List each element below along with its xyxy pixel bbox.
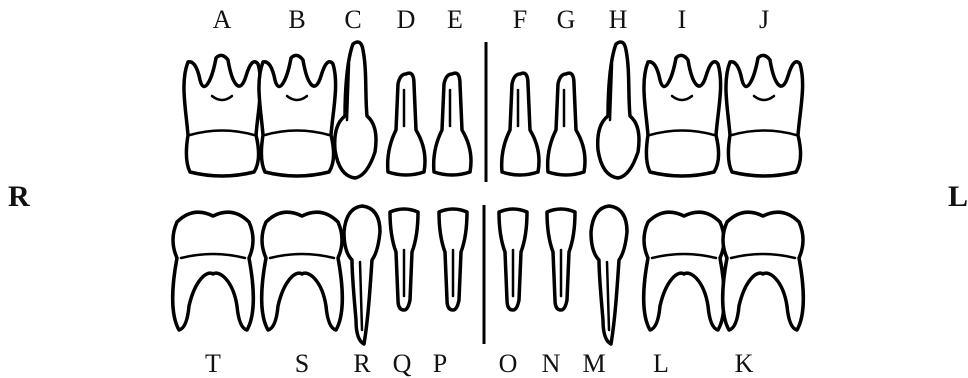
lower-tooth-L	[644, 212, 725, 330]
lower-tooth-K-outline	[723, 212, 804, 330]
upper-tooth-A	[184, 55, 261, 176]
upper-tooth-G	[548, 73, 585, 175]
upper-tooth-label-F: F	[513, 5, 527, 34]
upper-tooth-F	[502, 73, 539, 175]
lower-tooth-label-N: N	[542, 349, 561, 378]
lower-tooth-label-L: L	[653, 349, 669, 378]
upper-tooth-J	[726, 55, 803, 176]
upper-tooth-J-outline	[726, 55, 803, 176]
upper-tooth-H	[598, 42, 639, 178]
lower-tooth-T	[173, 212, 254, 330]
lower-tooth-O	[499, 209, 527, 310]
lower-tooth-N	[547, 209, 575, 310]
upper-tooth-I	[644, 55, 721, 176]
lower-tooth-L-outline	[644, 212, 725, 330]
upper-tooth-B-outline	[259, 55, 336, 176]
upper-tooth-label-A: A	[213, 5, 232, 34]
lower-tooth-label-T: T	[205, 349, 221, 378]
upper-tooth-C-outline	[335, 42, 376, 178]
upper-tooth-label-D: D	[397, 5, 416, 34]
lower-tooth-label-S: S	[295, 349, 309, 378]
upper-arch: A B C D E F G H I J	[184, 5, 803, 178]
upper-tooth-G-outline	[548, 73, 585, 175]
lower-tooth-T-outline	[173, 212, 254, 330]
lower-tooth-S	[262, 212, 343, 330]
upper-tooth-A-outline	[184, 55, 261, 176]
lower-tooth-label-R: R	[353, 349, 371, 378]
upper-tooth-D	[388, 73, 425, 175]
upper-tooth-H-outline	[598, 42, 639, 178]
lower-tooth-label-O: O	[499, 349, 518, 378]
lower-tooth-M	[591, 206, 627, 344]
upper-tooth-D-outline	[388, 73, 425, 175]
upper-tooth-F-outline	[502, 73, 539, 175]
lower-tooth-R	[344, 206, 380, 344]
lower-tooth-label-Q: Q	[393, 349, 412, 378]
upper-tooth-E-outline	[434, 73, 471, 175]
upper-tooth-label-C: C	[344, 5, 361, 34]
left-side-label: L	[948, 180, 968, 213]
upper-tooth-label-E: E	[447, 5, 463, 34]
upper-tooth-I-outline	[644, 55, 721, 176]
upper-tooth-B	[259, 55, 336, 176]
upper-tooth-label-B: B	[288, 5, 305, 34]
upper-tooth-label-G: G	[557, 5, 576, 34]
lower-tooth-K	[723, 212, 804, 330]
upper-tooth-C	[335, 42, 376, 178]
lower-tooth-label-P: P	[433, 349, 447, 378]
lower-tooth-Q	[390, 209, 418, 310]
upper-tooth-label-I: I	[678, 5, 687, 34]
lower-tooth-label-M: M	[582, 349, 605, 378]
upper-tooth-label-H: H	[609, 5, 628, 34]
right-side-label: R	[8, 180, 30, 213]
lower-tooth-label-K: K	[735, 349, 754, 378]
upper-tooth-E	[434, 73, 471, 175]
upper-tooth-label-J: J	[759, 5, 769, 34]
lower-tooth-P	[439, 209, 467, 310]
lower-tooth-S-outline	[262, 212, 343, 330]
